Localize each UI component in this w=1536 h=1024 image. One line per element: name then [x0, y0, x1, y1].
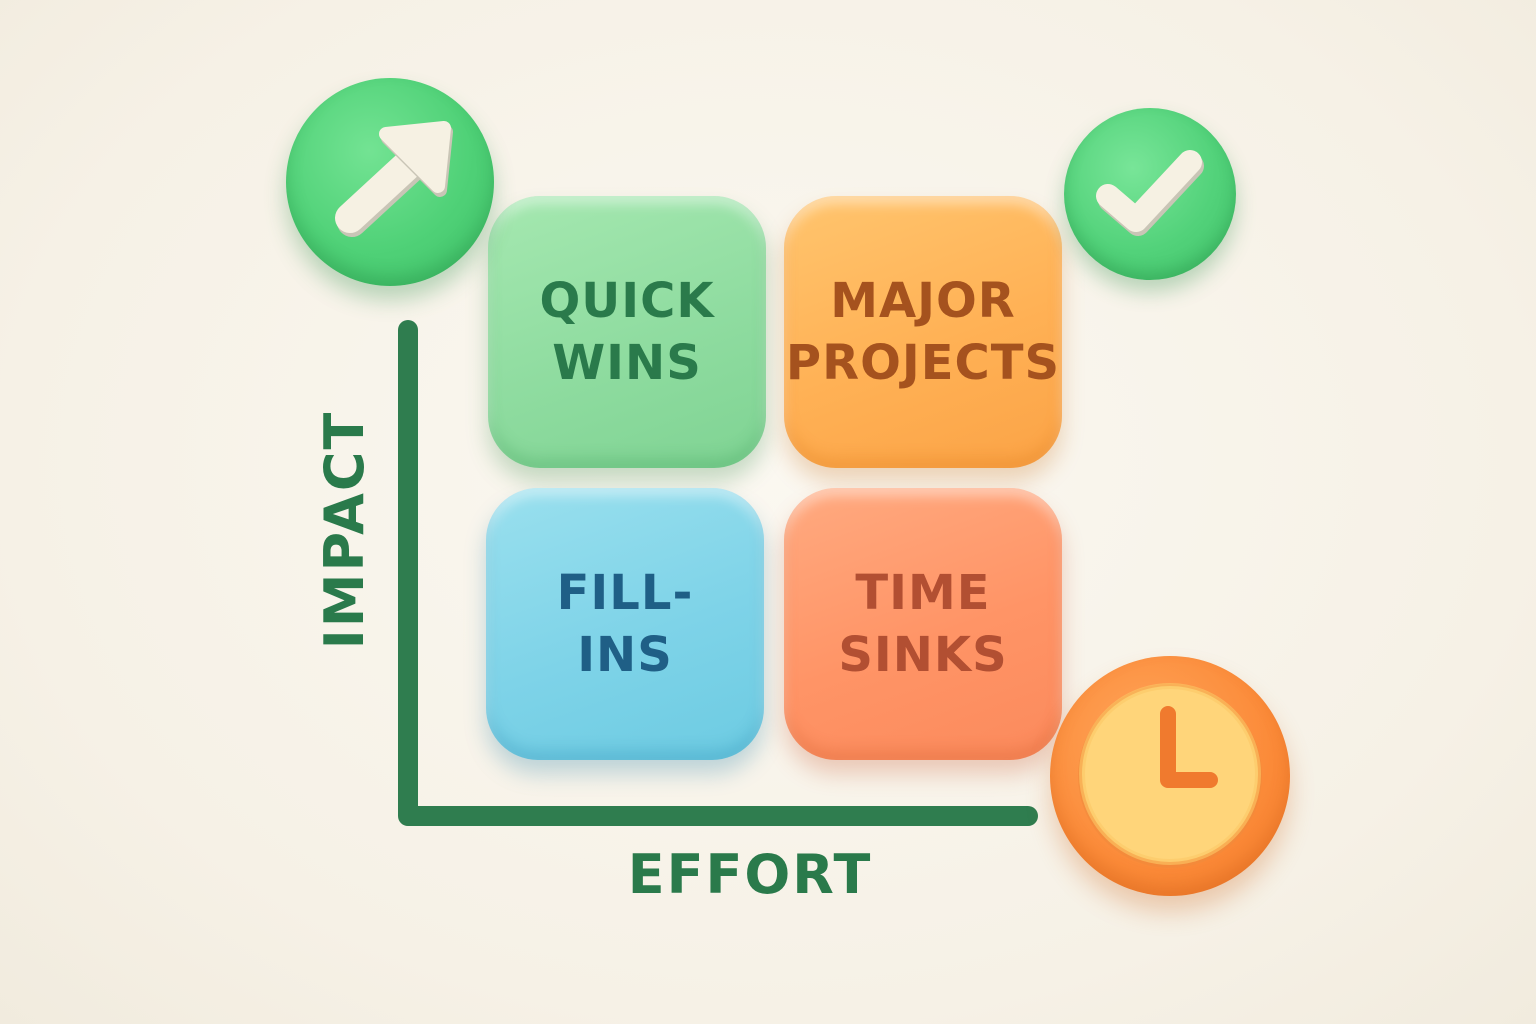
quadrant-label-line: INS	[577, 627, 673, 683]
quadrant-fill-ins[interactable]: FILL- INS	[486, 488, 764, 760]
clock-icon	[1050, 656, 1290, 896]
quadrant-label-line: SINKS	[838, 627, 1008, 683]
checkmark-icon	[1064, 108, 1236, 280]
quadrant-quick-wins[interactable]: QUICK WINS	[488, 196, 766, 468]
quadrant-label-line: TIME	[855, 565, 991, 621]
x-axis-label: EFFORT	[627, 843, 873, 906]
arrow-up-right-icon	[286, 78, 494, 286]
quadrant-label-line: MAJOR	[830, 273, 1016, 329]
quadrant-time-sinks[interactable]: TIME SINKS	[784, 488, 1062, 760]
quadrant-label-line: WINS	[552, 335, 702, 391]
y-axis-label: IMPACT	[313, 410, 376, 650]
quadrant-label-line: PROJECTS	[785, 335, 1061, 391]
quadrant-label-line: FILL-	[556, 565, 694, 621]
quadrant-major-projects[interactable]: MAJOR PROJECTS	[784, 196, 1062, 468]
quadrant-label-line: QUICK	[539, 273, 715, 329]
